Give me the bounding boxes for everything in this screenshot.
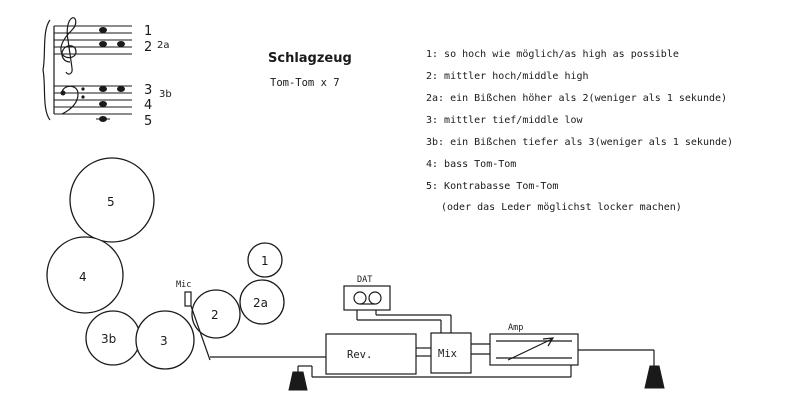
amplifier: Amp — [489, 323, 579, 366]
legend-item-3: 3: mittler tief/middle low — [426, 115, 584, 126]
drum-label-2a: 2a — [253, 296, 268, 310]
mixer: Mix — [430, 332, 472, 374]
rev-box — [325, 333, 417, 375]
amp-box — [489, 333, 579, 366]
legend: 1: so hoch wie möglich/as high as possib… — [426, 49, 733, 213]
drum-label-3b: 3b — [101, 332, 116, 346]
drum-layout: 5 4 3b 3 2 2a 1 — [46, 157, 285, 370]
legend-item-4: 4: bass Tom-Tom — [426, 159, 516, 170]
dat-recorder: DAT — [343, 275, 391, 311]
mix-label: Mix — [438, 348, 457, 360]
treble-staff — [54, 25, 132, 55]
tape-reel-left-icon — [353, 291, 367, 305]
staff-label-4: 4 — [144, 98, 152, 113]
drum-label-2: 2 — [211, 308, 219, 322]
drum-2a — [239, 279, 285, 325]
speaker-right-icon — [644, 365, 665, 389]
bass-clef-icon — [60, 85, 85, 115]
drum-3 — [135, 310, 195, 370]
speaker-right — [644, 365, 665, 389]
page-title: Schlagzeug — [268, 51, 352, 66]
amp-gain-arrow-icon — [507, 338, 553, 361]
drum-label-1: 1 — [261, 254, 269, 268]
speaker-left-icon — [288, 371, 308, 391]
dat-box — [343, 285, 391, 311]
legend-item-2a: 2a: ein Bißchen höher als 2(weniger als … — [426, 93, 727, 104]
dat-label: DAT — [357, 275, 372, 285]
drum-label-5: 5 — [107, 195, 115, 209]
drum-4 — [46, 236, 124, 314]
speaker-left — [288, 371, 308, 391]
page-subtitle: Tom-Tom x 7 — [270, 77, 340, 89]
drum-label-4: 4 — [79, 270, 87, 284]
mix-box — [430, 332, 472, 374]
legend-item-3b: 3b: ein Bißchen tiefer als 3(weniger als… — [426, 137, 733, 148]
drum-label-3: 3 — [160, 334, 168, 348]
staff-label-3: 3 — [144, 83, 152, 98]
drum-2 — [191, 289, 241, 339]
staff-label-3b: 3b — [159, 89, 172, 100]
legend-item-5: 5: Kontrabasse Tom-Tom — [426, 181, 558, 192]
staff-label-1: 1 — [144, 24, 152, 39]
microphone: Mic — [176, 280, 211, 361]
mic-label: Mic — [176, 280, 191, 290]
drum-1 — [247, 242, 283, 278]
legend-item-2: 2: mittler hoch/middle high — [426, 71, 589, 82]
rev-label: Rev. — [347, 349, 372, 361]
signal-cables — [210, 310, 655, 378]
staff-brace — [42, 19, 51, 121]
staff-label-2: 2 — [144, 40, 152, 55]
mic-icon — [184, 291, 192, 307]
bass-staff — [54, 85, 132, 115]
grand-staff: 1 2 2a 3 3b 4 5 — [42, 17, 172, 129]
treble-clef-icon — [60, 17, 77, 75]
amp-label: Amp — [508, 323, 523, 333]
staff-label-5: 5 — [144, 114, 152, 129]
tape-reel-right-icon — [368, 291, 382, 305]
legend-note: (oder das Leder möglichst locker machen) — [441, 202, 682, 213]
staff-label-2a: 2a — [157, 40, 170, 51]
staff-notes — [96, 27, 125, 122]
reverb-unit: Rev. — [325, 333, 417, 375]
drum-5 — [69, 157, 155, 243]
legend-item-1: 1: so hoch wie möglich/as high as possib… — [426, 49, 679, 60]
